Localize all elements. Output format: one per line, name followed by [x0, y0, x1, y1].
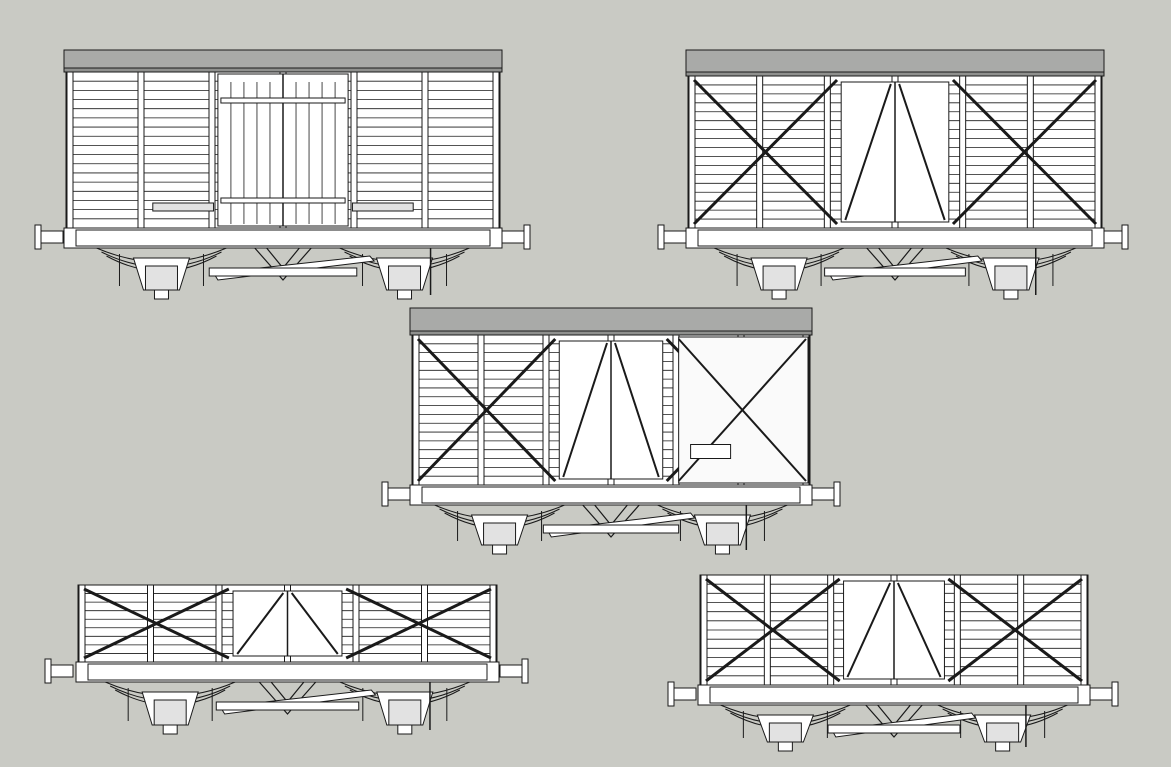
body	[699, 574, 1089, 686]
stanchion	[672, 334, 680, 486]
buffer	[44, 658, 74, 684]
body	[687, 75, 1103, 229]
buffer	[1089, 681, 1119, 707]
stanchion	[352, 584, 360, 663]
stanchion	[78, 584, 86, 663]
stanchion	[477, 334, 485, 486]
stanchion	[421, 584, 428, 663]
wagon-open-wagon	[667, 574, 1119, 752]
underframe	[104, 667, 471, 735]
axlebox-and-spring	[339, 681, 471, 735]
stanchion	[421, 71, 429, 229]
stanchion	[827, 574, 835, 686]
wagon-cross-braced-van	[657, 49, 1129, 300]
axlebox-and-spring	[945, 247, 1077, 300]
stanchion	[147, 584, 154, 663]
body	[411, 334, 811, 486]
stanchion	[137, 71, 145, 229]
underframe	[720, 690, 1068, 752]
stanchion	[489, 584, 497, 663]
axlebox-and-spring	[720, 704, 851, 752]
stanchion	[1026, 75, 1034, 229]
roof	[63, 49, 503, 73]
wagon-planked-van	[34, 49, 531, 300]
stanchion	[412, 334, 420, 486]
stanchion	[66, 71, 74, 229]
roof	[685, 49, 1105, 77]
buffer	[667, 681, 697, 707]
stanchion	[823, 75, 831, 229]
underframe	[96, 233, 470, 300]
body	[77, 584, 498, 663]
wagon-ply-van	[381, 307, 841, 555]
buffer	[501, 224, 531, 250]
roof	[409, 307, 813, 336]
buffer	[381, 481, 411, 507]
stanchion	[492, 71, 500, 229]
axlebox-and-spring	[434, 504, 565, 555]
underframe	[434, 490, 788, 555]
stanchion	[1017, 574, 1025, 686]
stanchion	[763, 574, 771, 686]
stanchion	[215, 584, 223, 663]
buffer	[811, 481, 841, 507]
wagon-open-wagon	[44, 584, 529, 735]
axlebox-and-spring	[339, 247, 470, 300]
axlebox-and-spring	[713, 247, 845, 300]
stanchion	[688, 75, 696, 229]
stanchion	[542, 334, 550, 486]
buffer	[657, 224, 687, 250]
stanchion	[953, 574, 961, 686]
stanchion	[1094, 75, 1102, 229]
stanchion	[959, 75, 967, 229]
axlebox-and-spring	[96, 247, 227, 300]
stanchion	[1080, 574, 1088, 686]
underframe	[713, 233, 1077, 300]
buffer	[1099, 224, 1129, 250]
label-board	[690, 444, 732, 459]
stanchion	[700, 574, 708, 686]
stanchion	[756, 75, 764, 229]
axlebox-and-spring	[104, 681, 236, 735]
buffer	[34, 224, 64, 250]
buffer	[499, 658, 529, 684]
body	[65, 71, 501, 229]
